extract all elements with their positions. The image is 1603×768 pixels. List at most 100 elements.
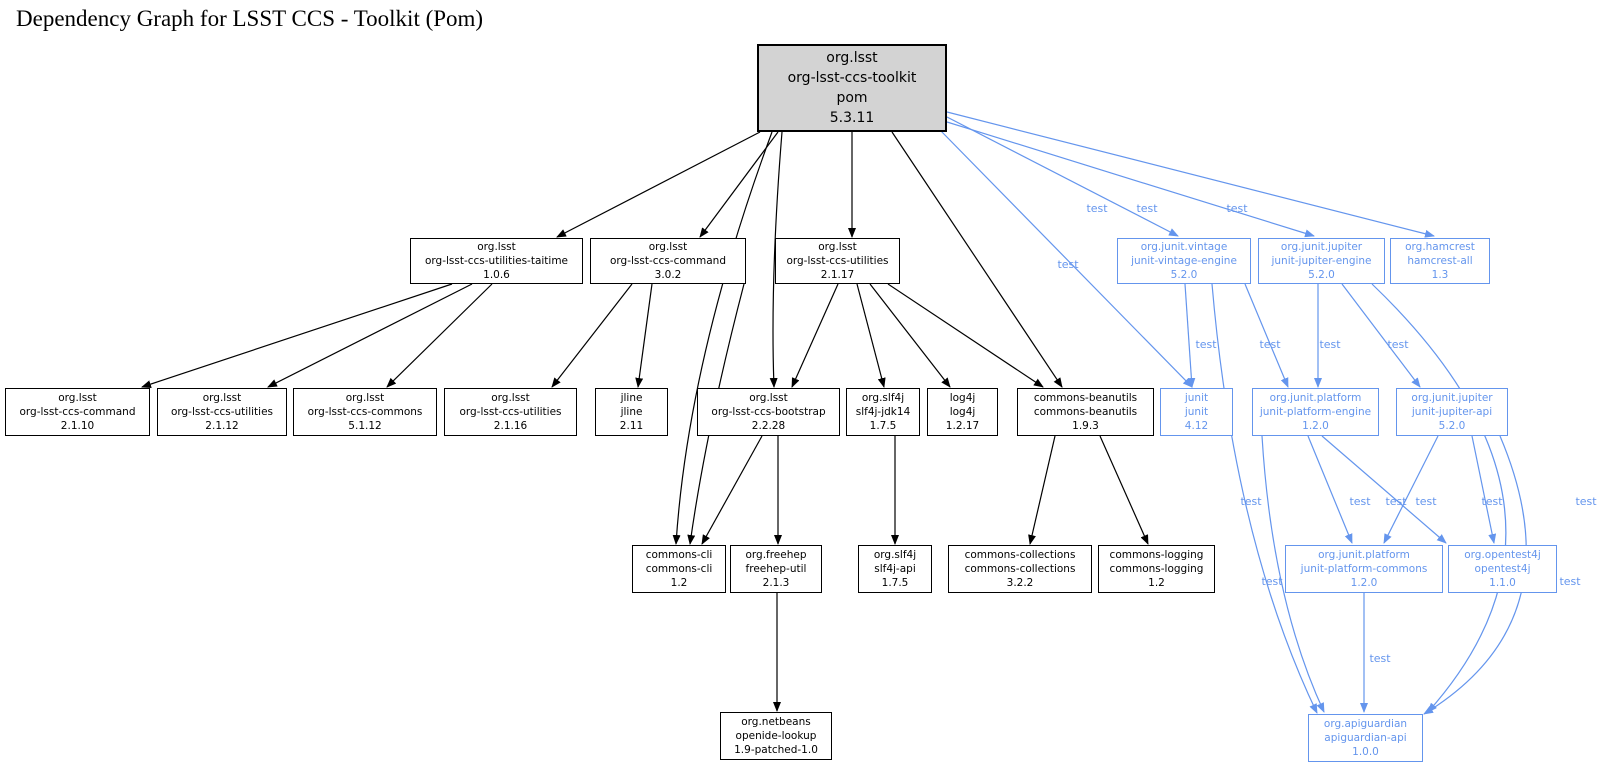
edge-label-test: test — [1369, 652, 1391, 665]
page-title: Dependency Graph for LSST CCS - Toolkit … — [16, 6, 484, 31]
edge-label-test: test — [1086, 202, 1108, 215]
node-label-line: org.apiguardian — [1323, 718, 1408, 730]
edge-utilities2117-log4j — [869, 283, 951, 388]
node-label-line: org-lsst-ccs-command — [610, 255, 726, 267]
edge-command302-jline — [635, 283, 653, 388]
node-label-line: org.lsst — [818, 241, 857, 253]
edge-jupiterengine-apiguardian — [1371, 283, 1507, 713]
node-label-line: org.opentest4j — [1464, 549, 1541, 561]
node-label-line: slf4j-jdk14 — [855, 406, 911, 418]
node-label-line: org.lsst — [345, 392, 385, 404]
node-label-line: 5.1.12 — [348, 420, 382, 432]
edge-jupiterapi-opentest4j — [1471, 435, 1497, 544]
edge-platformengine-apiguardian — [1261, 435, 1325, 713]
node-label-line: 1.1.0 — [1489, 577, 1516, 589]
node-label-line: org.freehep — [745, 549, 807, 561]
edge-label-test: test — [1240, 495, 1262, 508]
node-label-line: opentest4j — [1474, 563, 1531, 575]
edge-toolkit-beanutils — [891, 131, 1063, 388]
node-label-line: 2.11 — [619, 420, 644, 432]
graph-node-opentest4j[interactable]: org.opentest4j opentest4j 1.1.0 — [1448, 545, 1557, 593]
edge-label-test: test — [1136, 202, 1158, 215]
node-label-line: pom — [836, 90, 868, 106]
node-label-line: commons-collections — [964, 549, 1076, 561]
node-label-line: org-lsst-ccs-utilities — [459, 406, 562, 418]
node-label-line: 5.3.11 — [829, 110, 875, 126]
node-label-line: org.netbeans — [741, 716, 811, 728]
node-label-line: slf4j-api — [874, 563, 916, 575]
edge-toolkit-commonscli — [672, 131, 773, 545]
edge-label-test: test — [1259, 338, 1281, 351]
edge-platformengine-opentest4j — [1321, 435, 1447, 544]
node-label-line: org.lsst — [202, 392, 242, 404]
edge-taitime-commons5112 — [386, 283, 493, 388]
node-label-line: commons-cli — [645, 563, 713, 575]
edge-vintage-apiguardian — [1211, 283, 1318, 714]
node-label-line: openide-lookup — [735, 730, 817, 742]
edge-toolkit-hamcrest — [946, 111, 1435, 238]
edge-label-test: test — [1387, 338, 1409, 351]
node-label-line: org.slf4j — [861, 392, 905, 404]
node-label-line: 1.2.0 — [1302, 420, 1329, 432]
node-label-line: 5.2.0 — [1170, 269, 1198, 281]
edge-taitime-utilities2112 — [267, 283, 473, 388]
edge-bootstrap-commonscli — [701, 435, 763, 545]
node-label-line: 2.1.17 — [820, 269, 855, 281]
node-label-line: 1.7.5 — [869, 420, 897, 432]
node-label-line: commons-cli — [645, 549, 713, 561]
node-label-line: hamcrest-all — [1407, 255, 1473, 267]
edge-toolkit-taitime — [556, 131, 761, 238]
node-label-line: 5.2.0 — [1308, 269, 1335, 281]
edge-taitime-command2110 — [141, 283, 453, 388]
node-label-line: 1.9.3 — [1072, 420, 1099, 432]
edge-platformengine-platformcommons — [1307, 435, 1353, 544]
edge-utilities2117-beanutils — [887, 283, 1044, 388]
node-label-line: 2.1.3 — [762, 577, 790, 589]
node-label-line: junit-jupiter-api — [1411, 406, 1493, 418]
node-label-line: 1.2.0 — [1350, 577, 1378, 589]
node-label-line: org.junit.jupiter — [1280, 241, 1363, 253]
graph-node-slf4jjdk14[interactable]: org.slf4j slf4j-jdk14 1.7.5 — [846, 388, 920, 436]
node-label-line: junit — [1184, 392, 1209, 404]
edge-label-test: test — [1261, 575, 1283, 588]
graph-node-commons5112[interactable]: org.lsst org-lsst-ccs-commons 5.1.12 — [293, 388, 437, 436]
edge-utilities2117-slf4jjdk14 — [856, 283, 886, 388]
node-label-line: 1.0.6 — [483, 269, 510, 281]
node-label-line: junit-vintage-engine — [1131, 255, 1237, 267]
node-label-line: 2.2.28 — [751, 420, 786, 432]
node-label-line: 2.1.10 — [60, 420, 95, 432]
node-label-line: org.lsst — [58, 392, 97, 404]
node-label-line: jline — [620, 406, 643, 418]
node-label-line: 3.2.2 — [1006, 577, 1034, 589]
edge-jupiterengine-jupiterapi — [1341, 283, 1421, 388]
edge-command302-utilities2116 — [551, 283, 633, 388]
node-label-line: org-lsst-ccs-commons — [307, 406, 423, 418]
